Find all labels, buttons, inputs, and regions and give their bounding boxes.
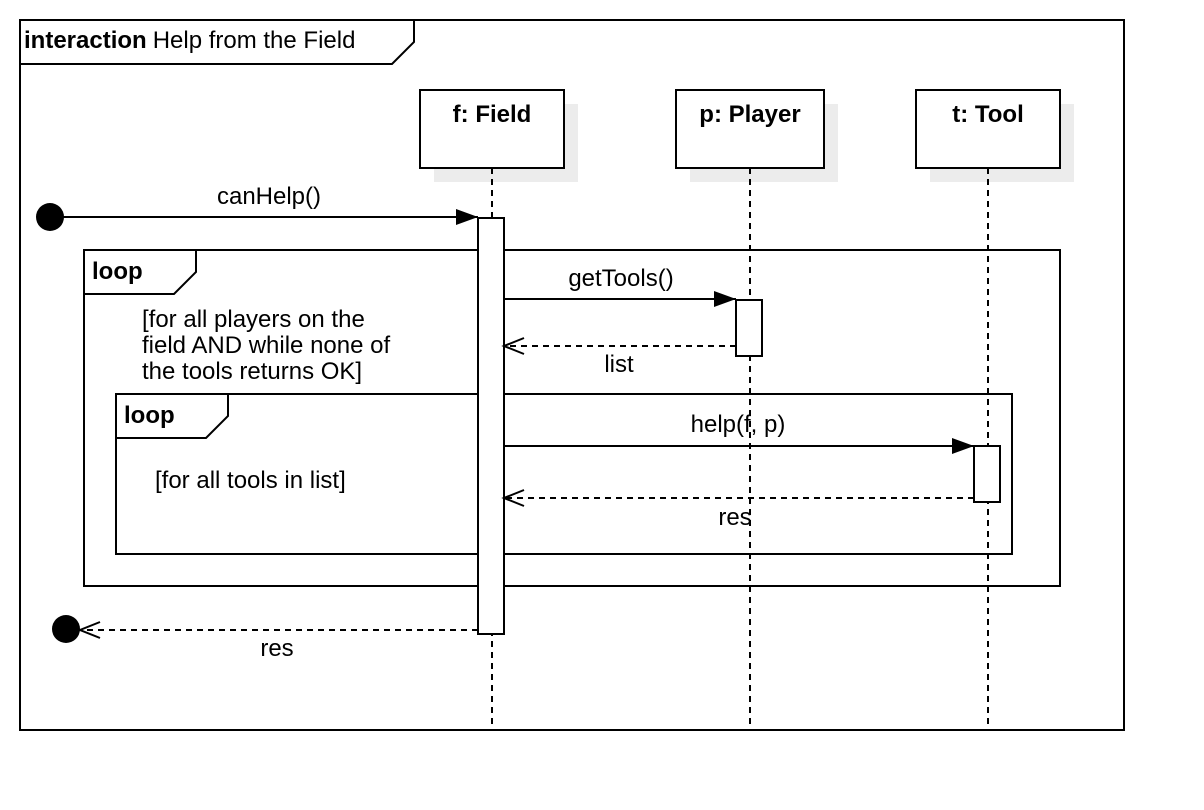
res-outer-return-arrowhead [77, 621, 101, 639]
res-outer-return-label: res [260, 635, 293, 662]
interaction-frame [19, 19, 1125, 731]
gettools-message-label: getTools() [568, 265, 673, 292]
frame-tab [20, 20, 415, 65]
outer-loop-guard-line-2: field AND while none of [142, 332, 390, 359]
help-message-label: help(f, p) [691, 411, 786, 438]
list-return-label: list [604, 351, 634, 378]
outer-loop-guard-line-3: the tools returns OK] [142, 358, 362, 385]
inner-loop-guard: [for all tools in list] [155, 467, 346, 494]
outer-loop-tab [84, 250, 197, 295]
tool-activation-bar [973, 445, 1001, 503]
inner-loop-operator: loop [124, 402, 175, 429]
player-activation-bar [735, 299, 763, 357]
res-inner-return-arrowhead [501, 489, 525, 507]
inner-loop-fragment [115, 393, 1013, 555]
outer-loop-fragment [83, 249, 1061, 587]
field-activation-bar [477, 217, 505, 635]
canhelp-message-label: canHelp() [217, 183, 321, 210]
outer-loop-guard-line-1: [for all players on the [142, 306, 365, 333]
frame-keyword: interaction [24, 27, 147, 54]
tool-lifeline-label: t: Tool [952, 101, 1024, 128]
player-lifeline-header [675, 89, 825, 169]
lost-message-end-dot [52, 615, 80, 643]
outer-loop-operator: loop [92, 258, 143, 285]
field-lifeline-header [419, 89, 565, 169]
list-return-arrowhead [501, 337, 525, 355]
player-lifeline-label: p: Player [699, 101, 800, 128]
field-lifeline-label: f: Field [453, 101, 532, 128]
res-inner-return-label: res [718, 504, 751, 531]
tool-lifeline-header [915, 89, 1061, 169]
frame-name: Help from the Field [153, 27, 356, 54]
inner-loop-tab [116, 394, 229, 439]
